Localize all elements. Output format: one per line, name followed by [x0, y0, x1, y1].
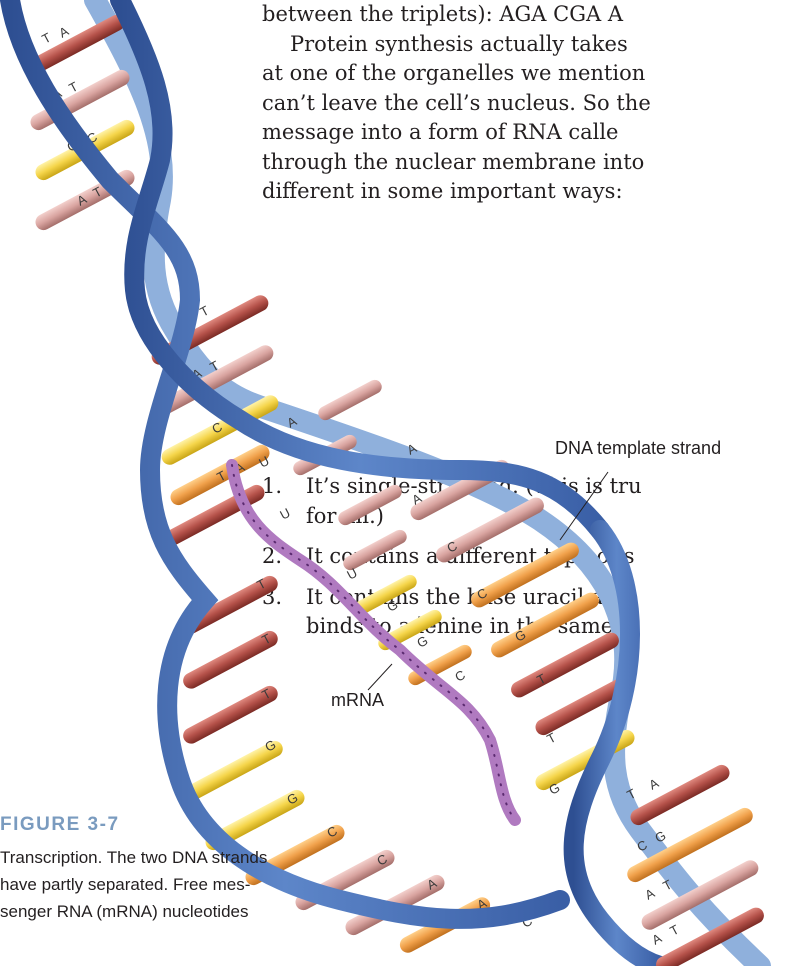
svg-text:T: T	[667, 922, 681, 939]
svg-text:T: T	[197, 303, 211, 320]
mrna-leader	[368, 664, 392, 690]
template-strand-label: DNA template strand	[555, 438, 721, 459]
svg-text:U: U	[277, 505, 292, 523]
svg-text:A: A	[646, 775, 661, 792]
svg-text:T: T	[544, 730, 558, 747]
svg-text:A: A	[649, 930, 664, 947]
svg-text:A: A	[642, 885, 657, 902]
svg-text:U: U	[256, 453, 271, 471]
svg-text:T: T	[39, 30, 53, 47]
caption-title: FIGURE 3-7	[0, 814, 250, 836]
caption-line: have partly separated. Free mes-	[0, 871, 250, 898]
mrna-label: mRNA	[331, 690, 384, 711]
mrna-nucleotides: U A U U U G G C	[256, 377, 474, 687]
caption-line: senger RNA (mRNA) nucleotides	[0, 898, 250, 925]
svg-text:G: G	[384, 597, 400, 615]
caption-line: Transcription. The two DNA strands	[0, 844, 250, 871]
base-pairs-bottom: T A C G A T A T	[624, 762, 766, 966]
svg-text:U: U	[344, 565, 359, 583]
svg-text:G: G	[414, 633, 430, 651]
figure-caption: FIGURE 3-7 Transcription. The two DNA st…	[0, 814, 250, 925]
svg-text:A: A	[56, 23, 71, 40]
svg-text:C: C	[452, 667, 467, 685]
